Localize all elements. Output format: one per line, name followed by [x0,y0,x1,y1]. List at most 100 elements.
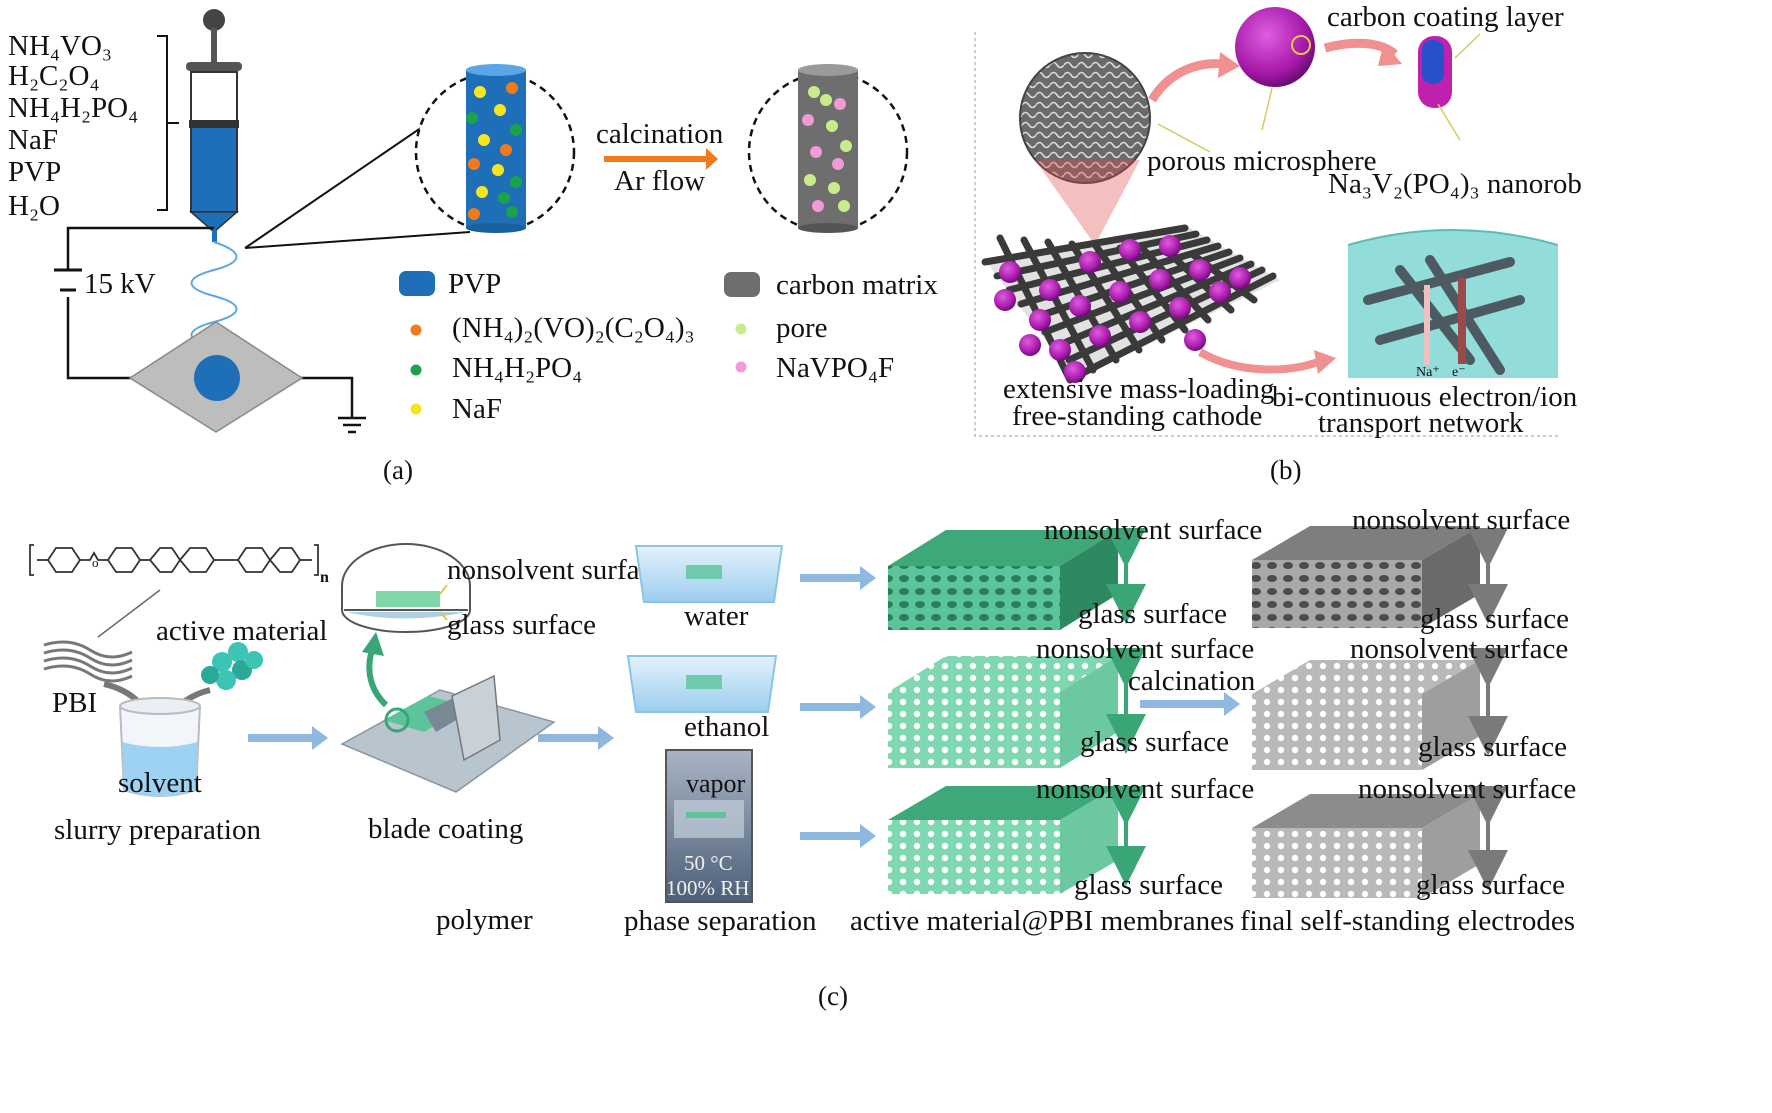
label-glass-surface: glass surface [1074,869,1223,901]
particle-dot [468,158,480,170]
arrow-inset [366,649,389,708]
microsphere-ball [994,289,1016,311]
microsphere-ball [999,261,1021,283]
microsphere-ball [1064,361,1086,383]
reagent-bracket [157,35,179,211]
legend-item-oxalate: (NH₄)₂(VO)₂(C₂O₄)₃ [410,312,695,344]
fiber-zoom-after [747,64,909,233]
legend-label: NH₄H₂PO₄ [452,352,582,384]
microsphere-ball [1079,251,1101,273]
reagent-label: PVP [8,156,61,188]
label-nonsolvent-surface: nonsolvent surface [1036,773,1254,805]
particle-dot [468,208,480,220]
nanorod-icon [1418,36,1452,108]
legend-label: (NH₄)₂(VO)₂(C₂O₄)₃ [452,312,695,344]
arrow-head [362,632,384,656]
label-nonsolvent-surface: nonsolvent surface [1352,504,1570,536]
battery-icon [54,268,82,292]
caption-c: (c) [818,981,848,1011]
syringe-icon [186,9,242,242]
oxygen-atom: o [92,555,99,570]
step-ar-flow: Ar flow [614,165,705,197]
active-particles-icon [201,642,263,690]
label-membranes: active material@PBI membranes [850,905,1234,937]
particle-dot [832,158,844,170]
fiber-mat [194,355,240,401]
particle-dot [802,114,814,126]
legend-label: carbon matrix [776,269,938,301]
reagent-label: H₂O [8,190,60,222]
label-polymer: polymer [436,904,533,936]
legend-label: NaF [452,393,502,425]
legend-item-naf: NaF [410,393,502,425]
microsphere-ball [1119,239,1141,261]
mesh-fiber [1020,236,1097,374]
electrode-sponge [1252,660,1480,770]
legend-item-phosphate: NH₄H₂PO₄ [410,352,582,384]
label-glass-inset: glass surface [447,609,596,641]
label-glass-surface: glass surface [1418,731,1567,763]
microsphere-ball [1039,279,1061,301]
beaker-icon [119,697,201,797]
inset-cross-section [341,543,471,633]
microsphere-ball [1149,269,1171,291]
flow-arrows [248,566,1240,848]
label-temperature: 50 °C [684,851,733,875]
particle-dot [498,192,510,204]
microsphere-ball [1089,325,1111,347]
particle-dot [826,120,838,132]
reagent-label: NH₄H₂PO₄ [8,92,138,124]
label-calcination: calcination [1128,665,1256,697]
fiber-zoom-before [414,64,576,233]
label-cathode-2: free-standing cathode [1012,400,1262,432]
humidity-chamber-icon: vapor 50 °C 100% RH [665,749,753,903]
label-network-2: transport network [1318,407,1524,439]
electron-label: e⁻ [1452,365,1466,380]
particle-dot [466,112,478,124]
microsphere-ball [1069,295,1091,317]
particle-dot [838,200,850,212]
polymer-subscript: n [320,569,329,586]
label-nanorod: Na₃V₂(PO₄)₃ nanorob [1328,168,1582,200]
transport-cube: Na⁺ e⁻ [1347,229,1559,380]
particle-dot [506,206,518,218]
membrane-sponge [888,656,1118,768]
electrode-finger-like [1252,526,1480,628]
microsphere-ball [1029,309,1051,331]
ethanol-bath-icon [626,655,778,713]
particle-dot [494,104,506,116]
particle-dot [812,200,824,212]
particle-dot [474,86,486,98]
particle-dot [840,140,852,152]
pointer-line [97,589,161,638]
zoom-ring [1291,35,1311,55]
microsphere-ball [1129,311,1151,333]
particle-dot [820,94,832,106]
particle-dot [510,124,522,136]
label-glass-surface: glass surface [1420,603,1569,635]
label-glass-surface: glass surface [1080,726,1229,758]
process-arrow [604,148,718,170]
porous-microsphere [1235,7,1315,87]
microsphere-ball [1049,339,1071,361]
microsphere-ball [1169,297,1191,319]
legend-item-carbon: carbon matrix [724,269,938,301]
ground-icon [338,416,366,434]
label-network-1: bi-continuous electron/ion [1272,381,1578,413]
label-porous-microsphere: porous microsphere [1147,145,1377,177]
particle-dot [476,186,488,198]
legend-label: PVP [448,268,501,300]
step-calcination: calcination [596,118,724,150]
reagent-list: NH₄VO₃ H₂C₂O₄ NH₄H₂PO₄ NaF PVP H₂O [8,30,138,222]
label-phase-separation: phase separation [624,905,817,937]
label-blade-coating: blade coating [368,813,523,845]
particle-dot [804,174,816,186]
legend-label: pore [776,312,828,344]
fiber-mesh [981,224,1280,384]
label-electrodes: final self-standing electrodes [1240,905,1575,937]
na-ion-label: Na⁺ [1416,365,1440,380]
particle-dot [478,134,490,146]
particle-dot [828,182,840,194]
microsphere-ball [1184,329,1206,351]
